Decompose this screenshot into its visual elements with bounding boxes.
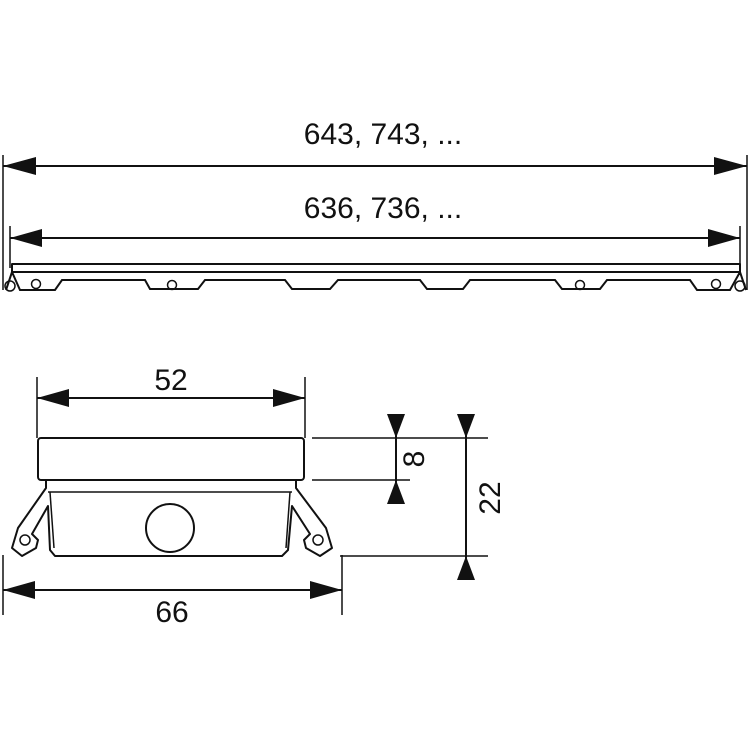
mounting-hole-2: [166, 279, 178, 291]
cover-height-arrow-top-icon: [387, 414, 405, 438]
mounting-hole-1: [30, 278, 42, 290]
outer-arrow-left-icon: [3, 157, 36, 175]
outer-length-label: 643, 743, ...: [304, 118, 462, 151]
cover-height-label: 8: [398, 451, 431, 468]
cross-section-view: 52 66 8: [2, 364, 507, 629]
inner-length-dimension: 636, 736, ...: [9, 192, 741, 268]
mounting-hole-3: [574, 279, 586, 291]
channel-inner-wall-left: [49, 491, 55, 549]
total-height-arrow-top-icon: [457, 414, 475, 438]
bottom-width-label: 66: [155, 596, 188, 629]
channel-body: [11, 479, 333, 557]
outer-arrow-right-icon: [714, 157, 747, 175]
profile-bottom-edge: [5, 271, 747, 291]
cover-height-dimension: 8: [312, 414, 431, 504]
bottom-width-arrow-left-icon: [3, 581, 35, 599]
channel-inner-wall-right: [285, 491, 291, 549]
drain-profile-long: [4, 263, 747, 292]
top-width-arrow-left-icon: [37, 389, 69, 407]
bottom-width-arrow-right-icon: [310, 581, 342, 599]
foot-left-screw: [19, 534, 31, 546]
total-height-label: 22: [474, 481, 507, 514]
top-view: 643, 743, ... 636, 736, ...: [2, 118, 748, 292]
inner-arrow-right-icon: [708, 229, 740, 247]
end-clip-left: [4, 280, 16, 292]
top-width-label: 52: [154, 364, 187, 397]
top-width-dimension: 52: [36, 364, 306, 438]
cover-height-arrow-bottom-icon: [387, 480, 405, 504]
foot-right-screw: [312, 534, 324, 546]
total-height-dimension: 22: [340, 414, 507, 580]
profile-top-bar: [11, 263, 741, 273]
cover-plate: [37, 437, 305, 481]
outlet-opening: [145, 503, 195, 553]
total-height-arrow-bottom-icon: [457, 556, 475, 580]
end-clip-right: [734, 280, 746, 292]
bottom-width-dimension: 66: [2, 555, 343, 629]
mounting-hole-4: [710, 278, 722, 290]
inner-length-label: 636, 736, ...: [304, 192, 462, 225]
outer-length-dimension: 643, 743, ...: [2, 118, 748, 290]
inner-arrow-left-icon: [10, 229, 42, 247]
top-width-arrow-right-icon: [273, 389, 305, 407]
